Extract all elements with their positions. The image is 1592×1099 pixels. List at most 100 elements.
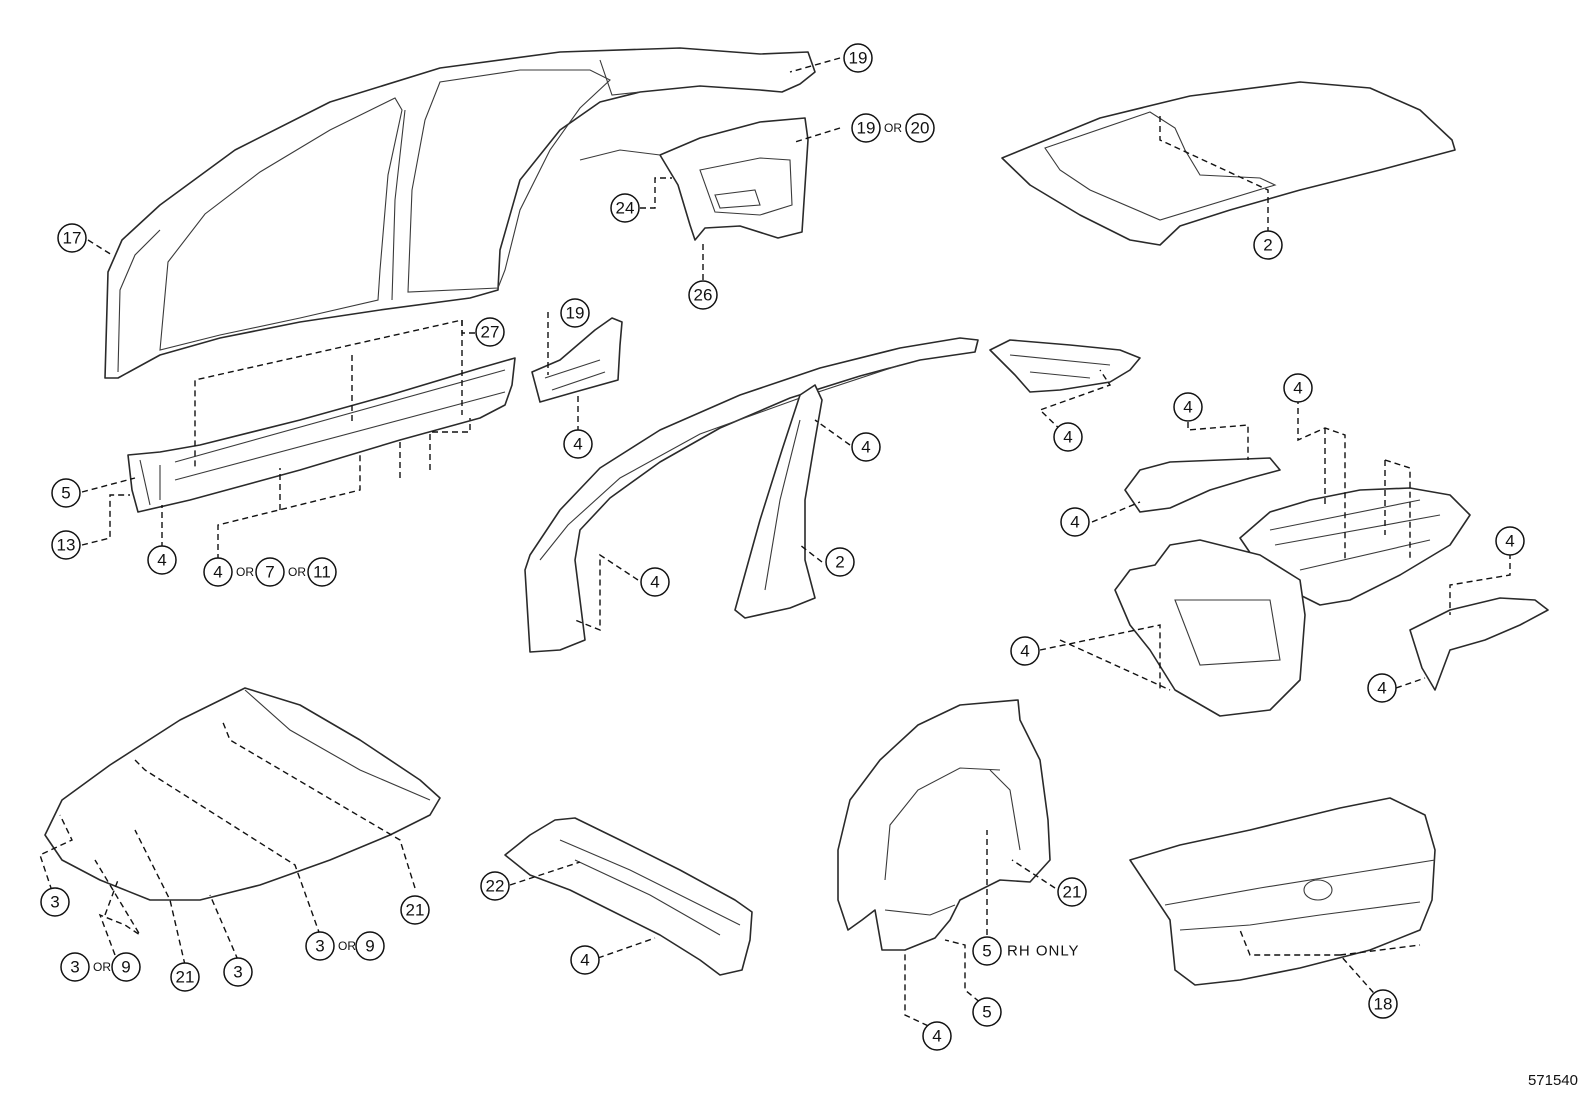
- callout-2-b-pillar: 2: [825, 547, 855, 577]
- callout-4-floor-side-left: 4: [1060, 507, 1090, 537]
- callout-4-floor-side-lower: 4: [1367, 673, 1397, 703]
- callout-20: 20: [905, 113, 935, 143]
- callout-4-quarter-bracket: 4: [1053, 422, 1083, 452]
- callout-11: 11: [307, 557, 337, 587]
- svg-text:11: 11: [313, 563, 331, 582]
- svg-text:19: 19: [849, 49, 868, 68]
- callout-9-hood-left: 9: [111, 952, 141, 982]
- svg-text:4: 4: [650, 573, 659, 592]
- trunk-lid: [1129, 797, 1436, 986]
- callout-3-hood-right: 3: [305, 931, 335, 961]
- svg-text:9: 9: [121, 958, 130, 977]
- cowl-top-panel: [504, 817, 753, 976]
- roof-panel: [1001, 81, 1456, 246]
- callout-4-floor-side-right: 4: [1495, 526, 1525, 556]
- center-b-pillar: [734, 384, 823, 619]
- svg-text:17: 17: [63, 229, 82, 248]
- callout-17: 17: [57, 223, 87, 253]
- svg-text:4: 4: [1505, 532, 1514, 551]
- svg-text:19: 19: [566, 304, 585, 323]
- rh-only-note: RH ONLY: [1007, 943, 1080, 960]
- callout-22: 22: [480, 871, 510, 901]
- svg-text:3: 3: [315, 937, 324, 956]
- svg-text:3: 3: [70, 958, 79, 977]
- callout-13: 13: [51, 530, 81, 560]
- body-side-outer-panel: [104, 47, 816, 379]
- callout-21-hood-right: 21: [400, 895, 430, 925]
- callout-21-hood-left: 21: [170, 962, 200, 992]
- callout-5-rh-only: 5: [972, 936, 1002, 966]
- svg-text:5: 5: [61, 484, 70, 503]
- svg-text:19: 19: [857, 119, 876, 138]
- svg-text:18: 18: [1374, 995, 1393, 1014]
- svg-text:21: 21: [176, 968, 195, 987]
- svg-text:20: 20: [911, 119, 930, 138]
- callout-19-bracket: 19: [560, 298, 590, 328]
- svg-text:3: 3: [233, 963, 242, 982]
- lower-back-panel: [1114, 539, 1306, 717]
- svg-text:4: 4: [580, 951, 589, 970]
- callout-4-b-pillar: 4: [851, 432, 881, 462]
- svg-text:4: 4: [932, 1027, 941, 1046]
- svg-text:4: 4: [1070, 513, 1079, 532]
- callout-5-sill: 5: [51, 478, 81, 508]
- svg-text:4: 4: [1183, 398, 1192, 417]
- callout-4-floor-crossmember: 4: [1173, 392, 1203, 422]
- callout-4-rocker: 4: [203, 557, 233, 587]
- svg-text:22: 22: [486, 877, 505, 896]
- callout-5-wheel-housing: 5: [972, 997, 1002, 1027]
- callout-4-rear-floor: 4: [1283, 373, 1313, 403]
- callout-2-roof: 2: [1253, 230, 1283, 260]
- callout-9-hood-right: 9: [355, 931, 385, 961]
- rocker-sill-panel: [127, 357, 516, 513]
- svg-text:2: 2: [1263, 236, 1272, 255]
- svg-text:5: 5: [982, 1003, 991, 1022]
- callout-4-lower-back: 4: [1010, 636, 1040, 666]
- svg-text:21: 21: [1063, 883, 1082, 902]
- callout-3-hood-front: 3: [40, 887, 70, 917]
- callout-3-hood-center: 3: [223, 957, 253, 987]
- callout-3-hood-left: 3: [60, 952, 90, 982]
- rear-wheel-housing: [837, 699, 1051, 951]
- svg-text:2: 2: [835, 553, 844, 572]
- svg-text:26: 26: [694, 286, 713, 305]
- callout-7: 7: [255, 557, 285, 587]
- callout-24: 24: [610, 193, 640, 223]
- leader-lines: [39, 57, 1511, 1031]
- svg-text:27: 27: [481, 323, 500, 342]
- svg-text:4: 4: [573, 435, 582, 454]
- pillar-bracket: [531, 317, 623, 403]
- rear-floor-side-member-right: [1409, 597, 1549, 691]
- svg-text:3: 3: [50, 893, 59, 912]
- svg-text:24: 24: [616, 199, 635, 218]
- svg-text:5: 5: [982, 942, 991, 961]
- svg-text:4: 4: [157, 551, 166, 570]
- svg-text:21: 21: [406, 901, 425, 920]
- rear-quarter-inner-panel: [579, 117, 809, 241]
- svg-text:9: 9: [365, 937, 374, 956]
- rear-floor-side-member-left: [1124, 457, 1281, 513]
- hood-panel: [44, 687, 441, 901]
- callout-19-quarter-upper: 19: [843, 43, 873, 73]
- callout-4-bracket: 4: [563, 429, 593, 459]
- or-connector: OR: [338, 939, 356, 953]
- quarter-upper-bracket: [989, 339, 1141, 393]
- svg-text:13: 13: [57, 536, 76, 555]
- svg-text:7: 7: [265, 563, 274, 582]
- or-connector: OR: [93, 960, 111, 974]
- svg-text:4: 4: [1377, 679, 1386, 698]
- callout-4-cowl: 4: [570, 945, 600, 975]
- or-connector: OR: [288, 565, 306, 579]
- callout-21-wheel-housing: 21: [1057, 877, 1087, 907]
- callout-4-wheel-housing: 4: [922, 1021, 952, 1051]
- callout-18: 18: [1368, 989, 1398, 1019]
- callout-27: 27: [475, 317, 505, 347]
- callout-19-quarter-inner: 19: [851, 113, 881, 143]
- or-connector: OR: [884, 121, 902, 135]
- svg-text:4: 4: [213, 563, 222, 582]
- callout-4-sill: 4: [147, 545, 177, 575]
- svg-text:4: 4: [1063, 428, 1072, 447]
- svg-text:4: 4: [861, 438, 870, 457]
